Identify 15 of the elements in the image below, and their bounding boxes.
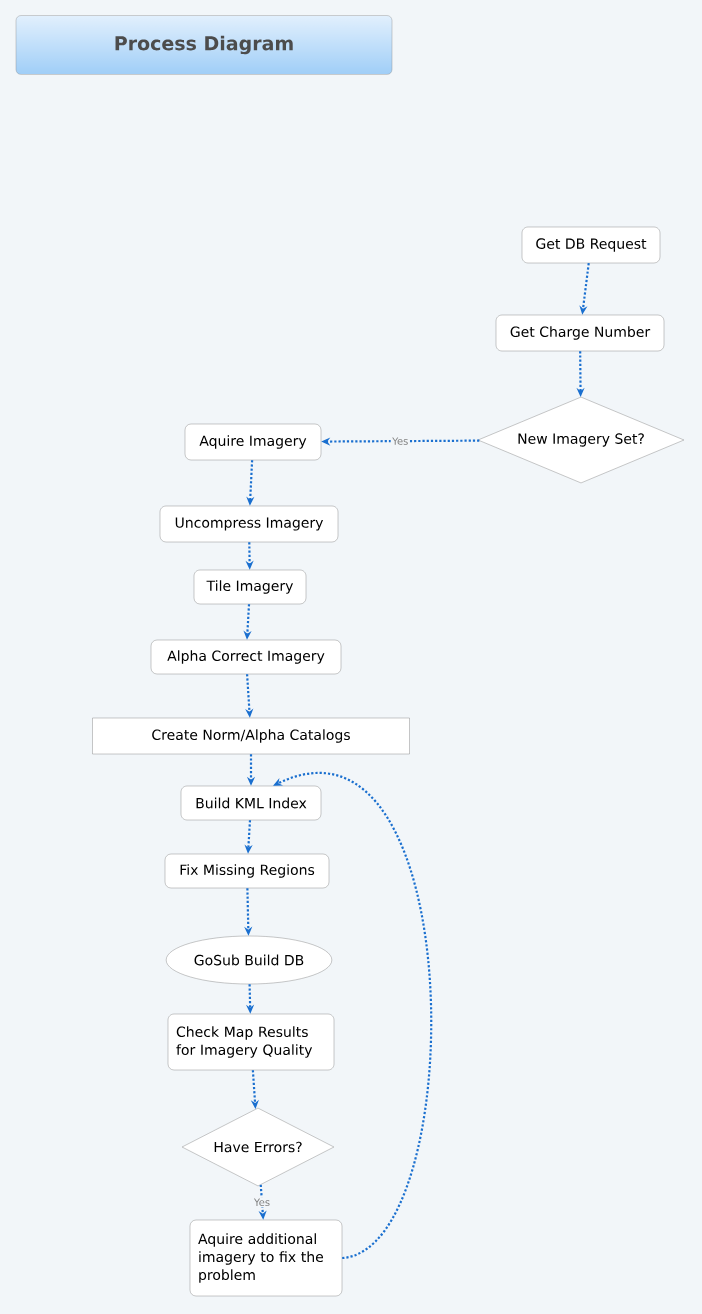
process-box: Check Map Results for Imagery Quality — [167, 1013, 335, 1071]
process-box: Get DB Request — [521, 226, 661, 264]
process-box: Get Charge Number — [495, 314, 665, 352]
process-box: Uncompress Imagery — [159, 505, 339, 543]
process-box: Alpha Correct Imagery — [150, 639, 342, 675]
process-box: Aquire additional imagery to fix the problem — [189, 1219, 343, 1297]
process-box: Aquire Imagery — [184, 423, 322, 461]
process-box: Create Norm/Alpha Catalogs — [92, 717, 410, 755]
title-box: Process Diagram — [15, 15, 393, 75]
arrow — [273, 772, 432, 1259]
process-box: Fix Missing Regions — [164, 853, 330, 889]
edge-label: Yes — [390, 435, 410, 447]
process-box: Build KML Index — [180, 785, 322, 821]
edge-label: Yes — [252, 1197, 272, 1208]
process-box: Tile Imagery — [193, 569, 307, 605]
